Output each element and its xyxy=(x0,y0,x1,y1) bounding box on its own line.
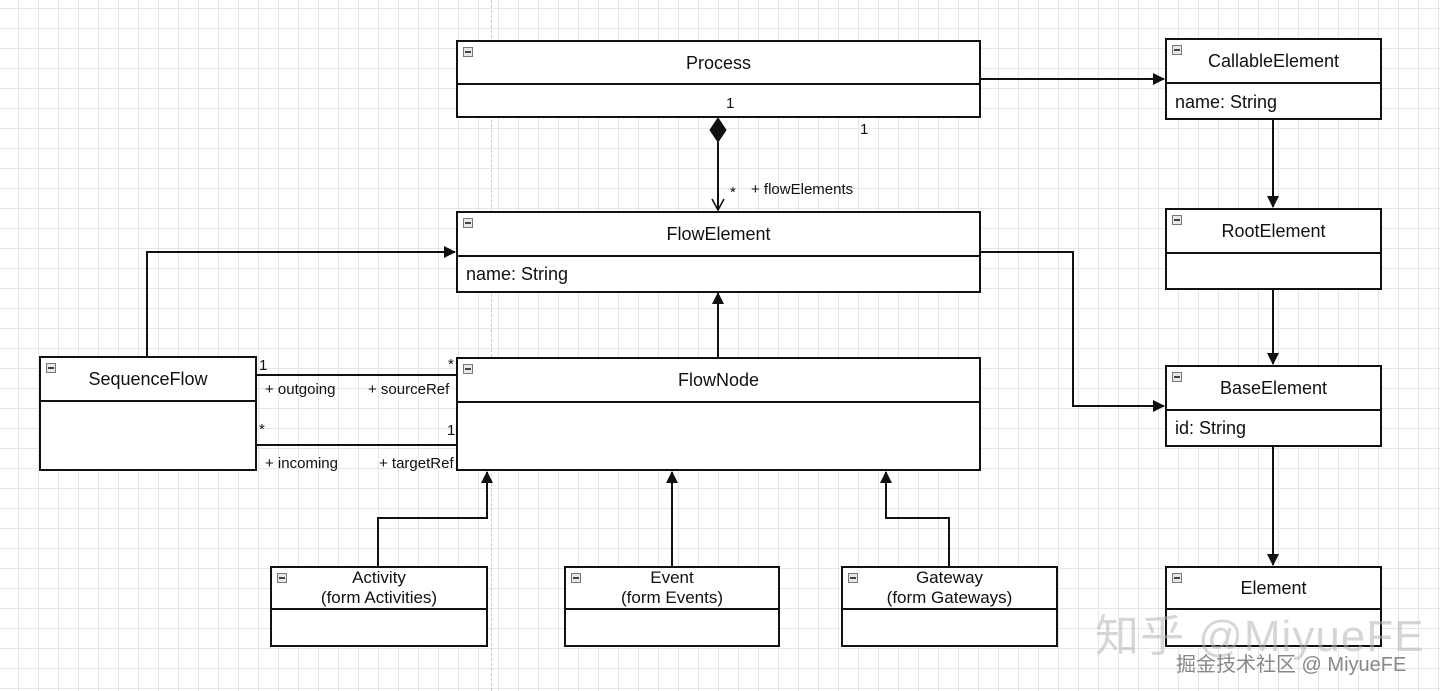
collapse-icon[interactable] xyxy=(463,218,473,228)
multiplicity-label: 1 xyxy=(860,121,869,138)
class-name: Gateway xyxy=(915,568,984,587)
class-name: Process xyxy=(685,52,752,73)
role-label: + outgoing xyxy=(265,381,336,398)
role-label: + sourceRef xyxy=(368,381,450,398)
sequenceflow-to-flowelement-connector xyxy=(146,246,456,356)
class-sequence-flow[interactable]: SequenceFlow xyxy=(39,356,257,471)
watermark-sub: 掘金技术社区 @ MiyueFE xyxy=(1176,654,1407,676)
activity-to-flownode-connector xyxy=(377,471,493,566)
class-name: RootElement xyxy=(1221,221,1326,241)
multiplicity-label: * xyxy=(448,356,454,373)
role-label: + targetRef xyxy=(379,455,454,472)
collapse-icon[interactable] xyxy=(463,47,473,57)
class-attribute: name: String xyxy=(1175,92,1278,112)
class-callable-element[interactable]: CallableElement name: String xyxy=(1165,38,1382,120)
multiplicity-label: * xyxy=(259,421,265,438)
multiplicity-label: * xyxy=(730,184,736,201)
class-flow-element[interactable]: FlowElement name: String xyxy=(456,211,981,293)
collapse-icon[interactable] xyxy=(571,573,581,583)
class-name: SequenceFlow xyxy=(88,369,208,389)
class-name: Activity xyxy=(352,568,406,587)
multiplicity-label: 1 xyxy=(447,422,456,439)
class-base-element[interactable]: BaseElement id: String xyxy=(1165,365,1382,447)
class-gateway[interactable]: Gateway (form Gateways) xyxy=(841,566,1058,647)
class-name: CallableElement xyxy=(1207,51,1340,71)
class-attribute: id: String xyxy=(1175,418,1247,438)
collapse-icon[interactable] xyxy=(1172,45,1182,55)
flowelement-to-base-connector xyxy=(981,251,1165,412)
class-attribute: name: String xyxy=(466,264,569,284)
class-process[interactable]: Process xyxy=(456,40,981,118)
multiplicity-label: 1 xyxy=(259,357,268,374)
class-name: Event xyxy=(650,568,694,587)
collapse-icon[interactable] xyxy=(46,363,56,373)
class-activity[interactable]: Activity (form Activities) xyxy=(270,566,488,647)
composition-diamond xyxy=(709,117,727,143)
class-subtitle: (form Events) xyxy=(620,588,724,607)
class-element[interactable]: Element xyxy=(1165,566,1382,647)
collapse-icon[interactable] xyxy=(463,364,473,374)
class-name: BaseElement xyxy=(1219,378,1328,398)
class-name: Element xyxy=(1240,578,1307,598)
class-name: FlowNode xyxy=(677,370,760,390)
collapse-icon[interactable] xyxy=(1172,215,1182,225)
class-subtitle: (form Gateways) xyxy=(886,588,1013,607)
class-flow-node[interactable]: FlowNode xyxy=(456,357,981,471)
class-event[interactable]: Event (form Events) xyxy=(564,566,780,647)
class-root-element[interactable]: RootElement xyxy=(1165,208,1382,290)
class-name: FlowElement xyxy=(666,224,771,244)
gateway-to-flownode-connector xyxy=(880,471,950,566)
multiplicity-label: 1 xyxy=(726,95,735,112)
role-label: + incoming xyxy=(265,455,338,472)
collapse-icon[interactable] xyxy=(1172,372,1182,382)
class-subtitle: (form Activities) xyxy=(320,588,438,607)
collapse-icon[interactable] xyxy=(1172,573,1182,583)
watermark-main: 知乎 @MiyueFE xyxy=(1095,612,1425,661)
dashed-guide-line xyxy=(491,0,492,691)
role-label: + flowElements xyxy=(751,181,854,198)
collapse-icon[interactable] xyxy=(277,573,287,583)
collapse-icon[interactable] xyxy=(848,573,858,583)
